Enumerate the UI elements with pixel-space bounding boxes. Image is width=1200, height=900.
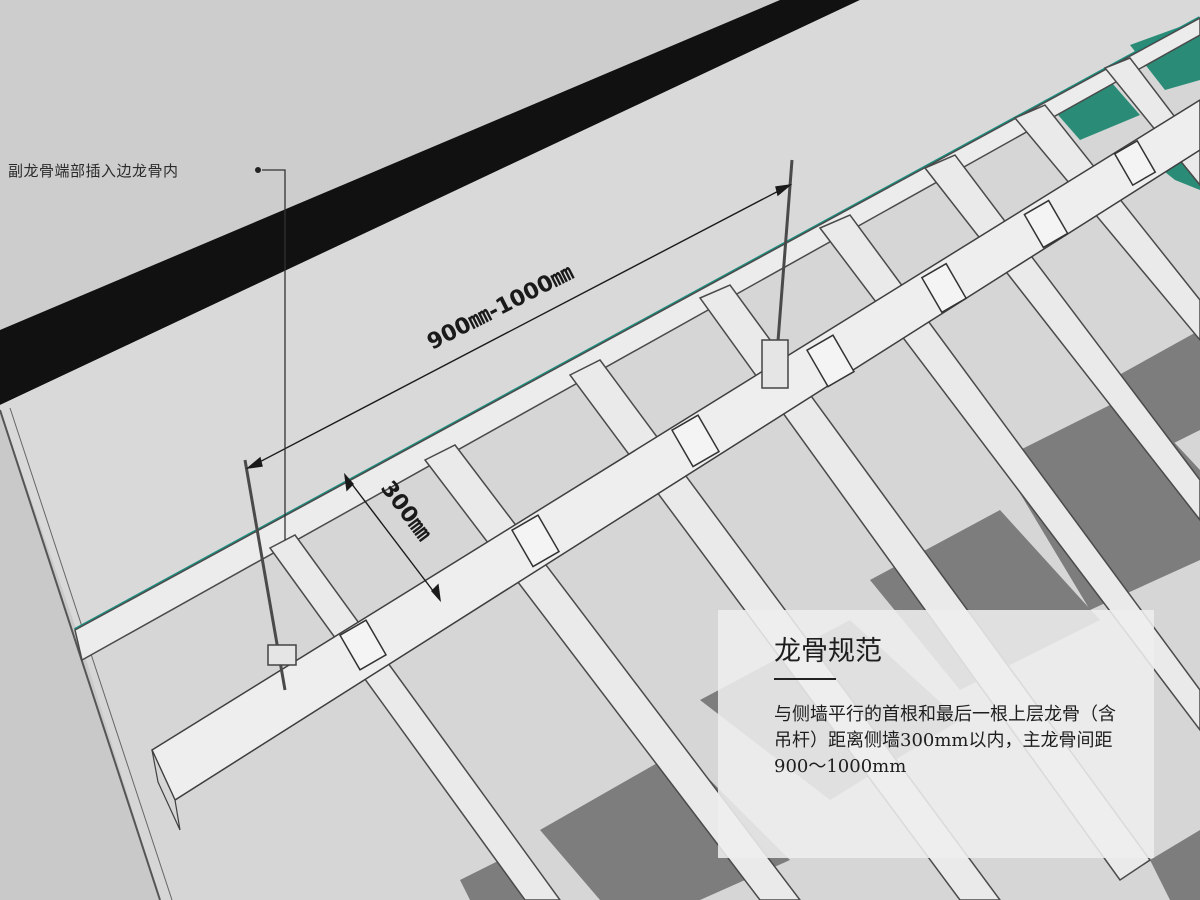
hanger-rod-icon (243, 159, 794, 691)
side-wall (0, 0, 1200, 660)
clip-connector-icon (338, 139, 1157, 671)
wall-edge-line (0, 409, 161, 900)
callout-leader (262, 169, 286, 540)
dimension-lines (245, 183, 793, 603)
info-panel: 龙骨规范 与侧墙平行的首根和最后一根上层龙骨（含吊杆）距离侧墙300mm以内，主… (718, 610, 1154, 858)
info-panel-body: 与侧墙平行的首根和最后一根上层龙骨（含吊杆）距离侧墙300mm以内，主龙骨间距9… (774, 704, 1116, 777)
leader-dot-icon (255, 167, 261, 173)
info-panel-title: 龙骨规范 (774, 636, 882, 667)
edge-keel (74, 17, 1200, 662)
info-panel-divider (774, 678, 836, 680)
callout-side-runner: 副龙骨端部插入边龙骨内 (8, 162, 179, 180)
